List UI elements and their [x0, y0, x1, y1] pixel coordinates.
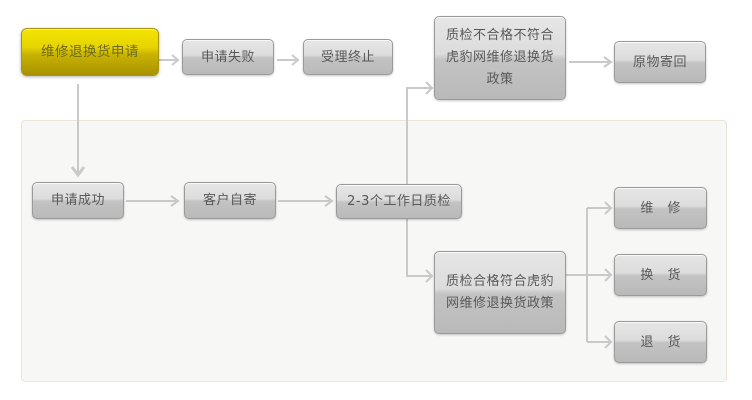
- node-label: 客户自寄: [202, 193, 257, 208]
- node-label: 申请成功: [50, 193, 105, 208]
- node-label: 换 货: [640, 267, 686, 283]
- node-label: 维修退换货申请: [41, 43, 139, 60]
- node-case-closed[interactable]: 受理终止: [303, 39, 393, 75]
- node-apply-success[interactable]: 申请成功: [32, 182, 124, 219]
- connector-apply-success-to-customer-ship: [126, 195, 180, 207]
- node-return-original[interactable]: 原物寄回: [614, 41, 706, 83]
- node-inspection-failed[interactable]: 质检不合格不符合虎豹网维修退换货政策: [434, 16, 566, 100]
- node-inspection[interactable]: 2-3个工作日质检: [336, 184, 462, 219]
- node-inspection-passed[interactable]: 质检合格符合虎豹网维修退换货政策: [434, 251, 566, 334]
- node-exchange[interactable]: 换 货: [614, 254, 707, 296]
- connector-apply-failed-to-case-closed: [277, 54, 300, 66]
- node-customer-ship[interactable]: 客户自寄: [184, 182, 276, 219]
- node-label: 质检不合格不符合虎豹网维修退换货政策: [445, 28, 554, 87]
- node-label: 2-3个工作日质检: [347, 194, 451, 209]
- node-label: 维 修: [640, 200, 686, 216]
- node-label: 退 货: [640, 334, 686, 350]
- connector-inspection-to-inspection-passed: [406, 216, 434, 283]
- node-refund[interactable]: 退 货: [614, 321, 707, 363]
- connector-start-to-apply-success: [70, 84, 86, 178]
- node-label: 申请失败: [200, 49, 255, 65]
- node-label: 原物寄回: [632, 54, 687, 70]
- node-label: 受理终止: [320, 49, 375, 65]
- connector-inspection-to-inspection-failed: [406, 81, 434, 186]
- process-group-panel: [21, 120, 727, 382]
- node-start-application[interactable]: 维修退换货申请: [21, 28, 159, 76]
- node-label: 质检合格符合虎豹网维修退换货政策: [445, 273, 554, 311]
- connector-inspection-passed-to-outcomes: [566, 201, 613, 349]
- connector-start-to-apply-failed: [158, 54, 180, 66]
- node-apply-failed[interactable]: 申请失败: [182, 39, 274, 75]
- node-repair[interactable]: 维 修: [614, 187, 707, 229]
- connector-inspection-failed-to-return-original: [569, 56, 613, 68]
- connector-customer-ship-to-inspection: [278, 195, 334, 207]
